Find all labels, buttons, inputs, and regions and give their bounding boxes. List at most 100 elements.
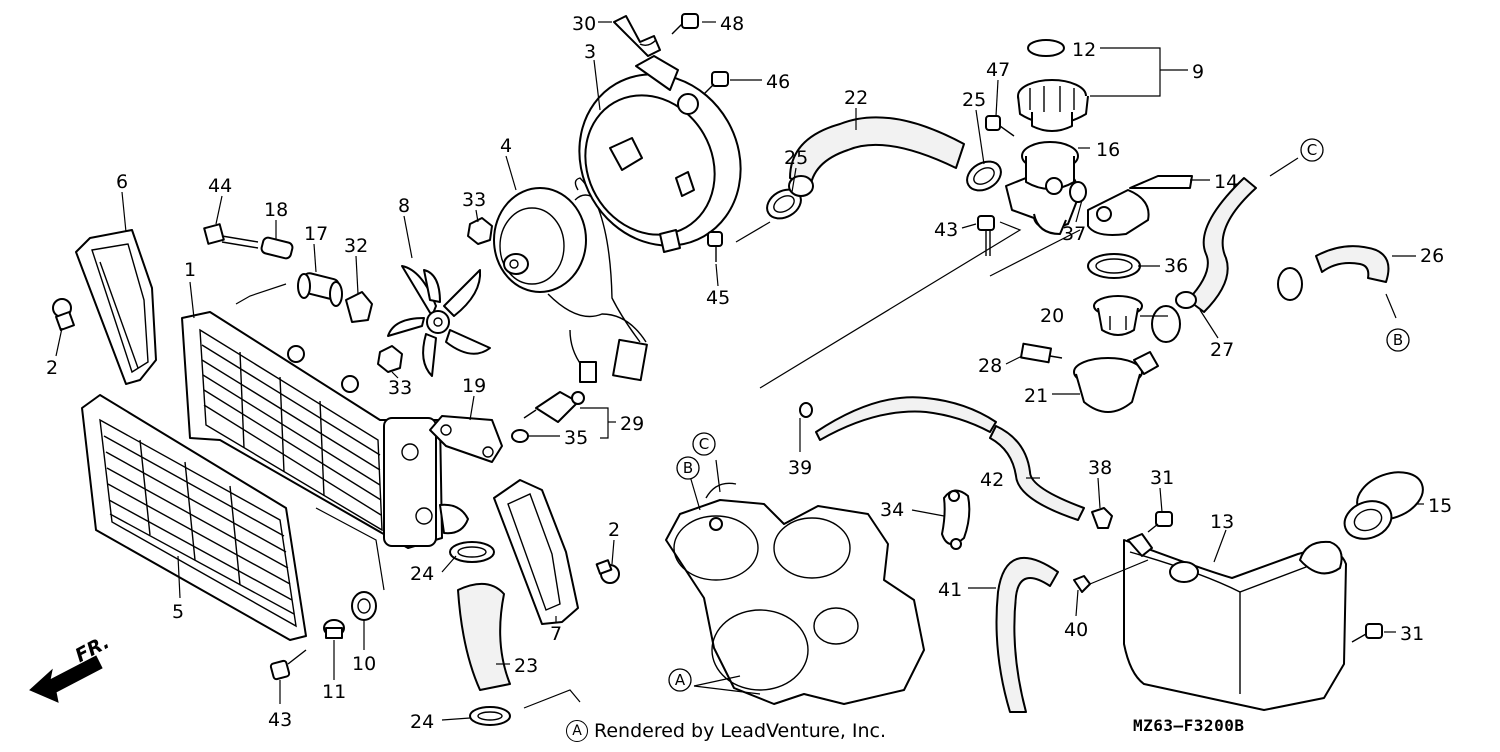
thermostat-cover-14 [1087,175,1193,236]
callout-22: 22 [844,87,868,109]
callout-15: 15 [1428,495,1452,517]
callout-10: 10 [352,653,376,675]
fan-switch-29 [523,391,585,423]
callout-16: 16 [1096,139,1120,161]
callout-20: 20 [1040,305,1064,327]
fan-motor-wiring [547,177,648,383]
coolant-hose-27 [1175,177,1257,313]
thermostat-housing-16 [1005,141,1080,235]
connector-b-engine: B [676,456,700,480]
svg-text:B: B [1393,331,1403,349]
callout-17: 17 [304,223,328,245]
temp-sensor-28 [1019,342,1063,364]
callout-5: 5 [172,601,184,623]
bolt-48 [671,13,699,35]
nut-33-upper [467,217,493,245]
hose-26 [1277,245,1390,301]
cooling-fan [387,265,491,377]
callout-25-lower: 25 [784,147,808,169]
callout-9: 9 [1192,61,1204,83]
connector-c-engine: C [692,432,716,456]
callout-31-upper: 31 [1150,467,1174,489]
credit-text: Rendered by LeadVenture, Inc. [594,720,887,742]
callout-37: 37 [1062,223,1086,245]
o-ring-12 [1027,39,1065,57]
connector-markers: C B C B A [668,138,1410,692]
connector-c-upper: C [1300,138,1324,162]
hose-clamp-24-lower [469,706,511,726]
callout-3: 3 [584,41,596,63]
callout-14: 14 [1214,171,1238,193]
bolt-46 [703,71,729,95]
fan-motor [493,187,598,293]
lower-radiator-hose-23 [457,583,511,691]
engine-outline [665,482,925,705]
callout-41: 41 [938,579,962,601]
nut-32 [345,291,373,323]
callout-6: 6 [116,171,128,193]
callout-4: 4 [500,135,512,157]
callout-39: 39 [788,457,812,479]
svg-text:A: A [675,671,686,689]
thermostat-case-21 [1073,351,1159,413]
front-direction-arrow-icon [29,655,103,703]
callout-1: 1 [184,259,196,281]
hose-clamp-24-upper [449,541,495,563]
credit-marker-circle: A [566,720,588,742]
collar-18 [260,236,294,260]
bolt-2-right [595,559,620,584]
o-ring-37 [1069,181,1087,203]
bolt-44 [203,223,259,249]
nut-33-lower [377,345,403,373]
callout-33-upper: 33 [462,189,486,211]
callout-18: 18 [264,199,288,221]
callout-27: 27 [1210,339,1234,361]
callout-33-lower: 33 [388,377,412,399]
bolt-47 [985,115,1015,137]
callout-47: 47 [986,59,1010,81]
callout-42: 42 [980,469,1004,491]
band-clamp-34 [941,489,971,550]
left-radiator-shroud [75,229,157,385]
radiator-grille [81,394,307,641]
leader-lines [55,21,1424,721]
callout-24-lower: 24 [410,711,434,733]
svg-text:B: B [683,459,693,477]
connector-b-upper: B [1386,328,1410,352]
callout-38: 38 [1088,457,1112,479]
hose-clip-40 [1073,575,1091,593]
callout-13: 13 [1210,511,1234,533]
callout-23: 23 [514,655,538,677]
grommet-17 [297,272,343,307]
upper-radiator-hose-22 [788,116,965,197]
callout-32: 32 [344,235,368,257]
bolt-43-lower [269,649,307,681]
callout-2-right: 2 [608,519,620,541]
callout-46: 46 [766,71,790,93]
svg-text:C: C [1307,141,1317,159]
callout-numbers: 30 48 3 46 12 9 47 22 25 25 16 14 4 6 44… [46,13,1452,733]
callout-48: 48 [720,13,744,35]
overflow-hose-39 [799,396,997,441]
callout-21: 21 [1024,385,1048,407]
radiator-core [181,311,469,549]
reserve-tank-13 [1123,533,1347,711]
callout-11: 11 [322,681,346,703]
hose-clamp-25-lower [766,188,802,220]
reserve-tank-cap-15 [1343,471,1424,540]
collar-11 [323,619,345,639]
callout-44: 44 [208,175,232,197]
gasket-36 [1087,253,1141,279]
drawing-code: MZ63—F3200B [1133,716,1245,735]
callout-26: 26 [1420,245,1444,267]
bracket-30 [613,15,661,57]
svg-text:C: C [699,435,709,453]
render-credit: A Rendered by LeadVenture, Inc. [566,720,886,742]
bolt-43-upper [977,215,995,256]
connector-a-engine: A [668,668,692,692]
callout-34: 34 [880,499,904,521]
bolt-31-lower [1351,623,1383,643]
callout-35: 35 [564,427,588,449]
callout-28: 28 [978,355,1002,377]
